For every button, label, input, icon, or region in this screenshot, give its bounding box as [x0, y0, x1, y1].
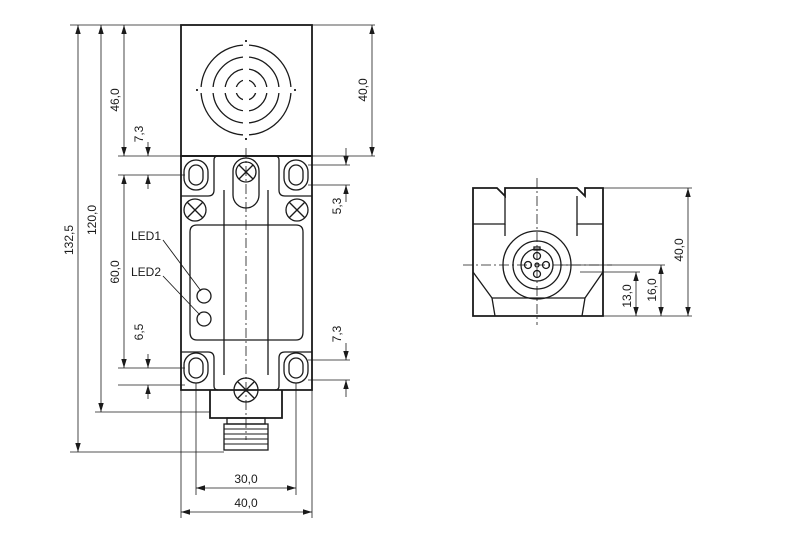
dim-hole-offset-bottom-right: 7,3 [330, 325, 344, 342]
dim-hole-dia: 5,3 [330, 197, 344, 214]
dim-body-height: 120,0 [85, 205, 99, 235]
mounting-hole-bottom-right [283, 352, 309, 384]
led2-indicator [196, 311, 212, 327]
dim-head-width-side: 40,0 [356, 78, 370, 102]
dim-total-height: 132,5 [62, 225, 76, 255]
m12-connector [223, 417, 269, 451]
dim-hole-offset-bottom-left: 6,5 [132, 323, 146, 340]
dim-side-connector-height: 13,0 [620, 284, 634, 308]
dim-side-center-height: 16,0 [645, 278, 659, 302]
screw-right-icon [285, 198, 309, 222]
led1-indicator [196, 288, 212, 304]
screw-left-icon [183, 198, 207, 222]
led1-label: LED1 [131, 229, 161, 243]
mounting-hole-top-left [183, 159, 209, 191]
screw-bottom-icon [233, 377, 259, 403]
front-view: LED1 LED2 [131, 24, 313, 451]
dim-side-height: 40,0 [672, 238, 686, 262]
side-view: 40,0 16,0 13,0 [463, 178, 692, 325]
mounting-hole-top-right [283, 159, 309, 191]
mounting-hole-bottom-left [183, 352, 209, 384]
adjust-slot [232, 157, 260, 209]
led2-label: LED2 [131, 265, 161, 279]
side-housing [472, 187, 604, 317]
dim-led-spacing: 60,0 [108, 260, 122, 284]
housing-recess [189, 224, 304, 341]
dim-body-width: 40,0 [234, 496, 258, 510]
front-dimensions: 132,5 120,0 46,0 7,3 60,0 6,5 40,0 5,3 [62, 24, 375, 518]
dim-hole-offset-top: 7,3 [132, 125, 146, 142]
dim-head-height: 46,0 [108, 88, 122, 112]
housing-body [180, 155, 313, 391]
dim-hole-spacing-width: 30,0 [234, 472, 258, 486]
sensing-face-icon [196, 40, 296, 140]
